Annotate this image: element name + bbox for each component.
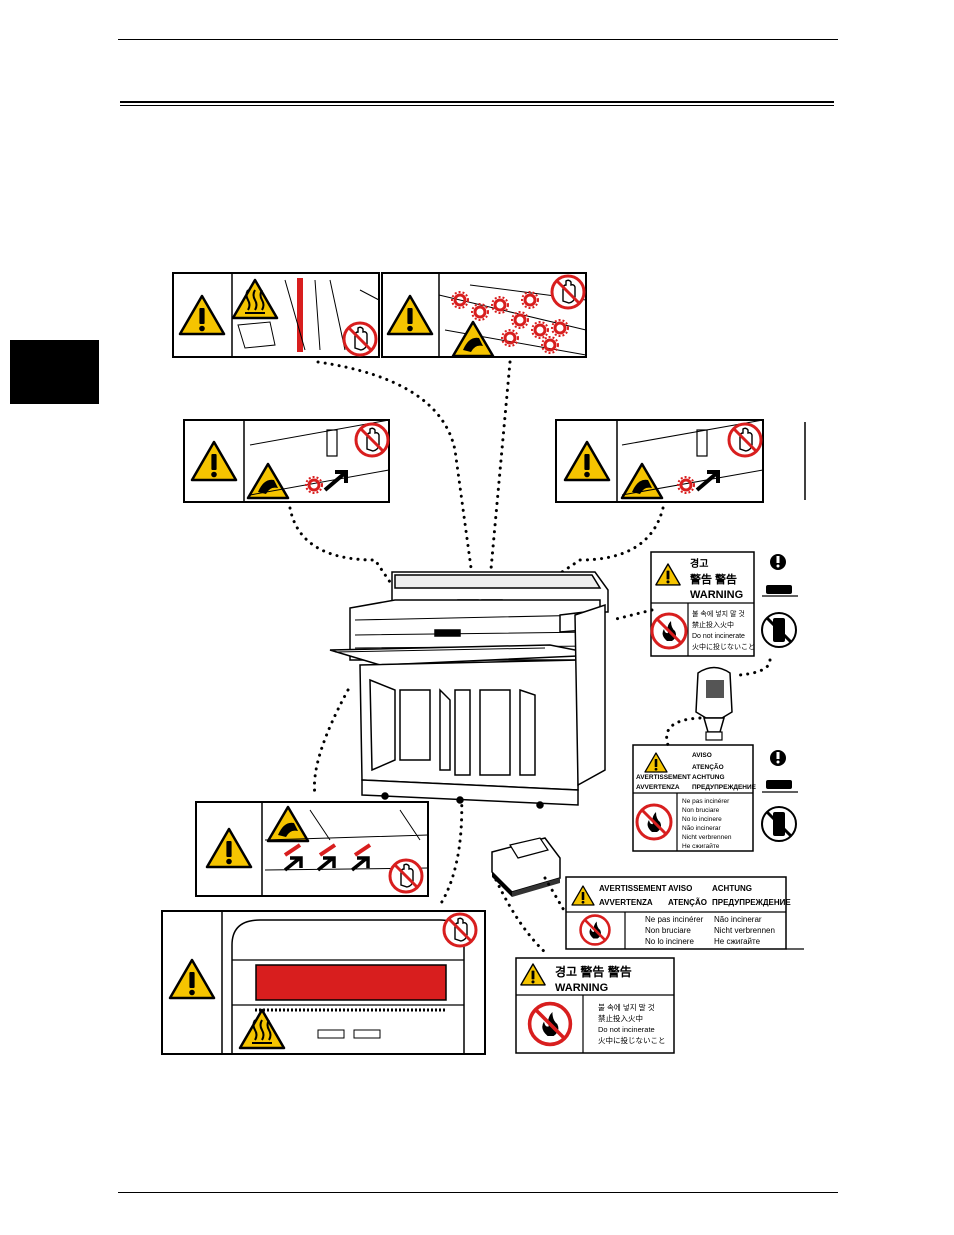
warn-text: AVVERTENZA	[599, 898, 653, 907]
warn-text: Não incinerar	[714, 915, 762, 924]
warn-text: 불 속에 넣지 말 것	[692, 609, 745, 618]
leader-lines	[288, 360, 772, 957]
warn-text: Не сжигайте	[714, 937, 761, 946]
warn-text: 警告 警告	[689, 572, 737, 586]
label-heat-fuser	[172, 272, 380, 358]
chapter-tab	[10, 340, 99, 404]
warn-text: Do not incinerate	[598, 1025, 655, 1034]
label-pinch-gears-top	[381, 272, 587, 358]
warn-text: ПРЕДУПРЕЖДЕНИЕ	[712, 898, 791, 907]
warn-text: Nicht verbrennen	[714, 926, 775, 935]
warn-text: AVVERTENZA	[636, 784, 680, 791]
label-warning-cart-multilang: AVERTISSEMENT AVISO ACHTUNG AVVERTENZA A…	[565, 876, 804, 950]
label-warning-cart-korean: 경고 警告 警告 WARNING 불 속에 넣지 말 것 禁止投入火中 Do n…	[515, 957, 675, 1054]
warn-text: 경고 警告 警告	[555, 964, 632, 979]
label-pinch-right	[555, 419, 806, 503]
warn-text: Não incinerar	[682, 825, 721, 832]
warn-text: No lo incinere	[645, 937, 694, 946]
label-warning-toner-multilang: AVISO ATENÇÃO AVERTISSEMENT ACHTUNG AVVE…	[632, 744, 757, 852]
warn-text: Не сжигайте	[682, 842, 720, 850]
warn-text: AVERTISSEMENT	[599, 884, 667, 893]
title-rule-thin	[120, 105, 834, 106]
warn-text: 禁止投入火中	[598, 1013, 643, 1023]
warn-text: AVISO	[668, 884, 692, 893]
warn-text: AVISO	[692, 752, 712, 759]
label-warning-toner-korean: 경고 警告 警告 WARNING 불 속에 넣지 말 것 禁止投入火中 Do n…	[650, 551, 755, 657]
warn-text: 火中に投じないこと	[692, 642, 755, 651]
warn-text: Non bruciare	[682, 807, 720, 814]
warn-text: 경고	[690, 557, 708, 570]
warn-text: 불 속에 넣지 말 것	[598, 1002, 655, 1012]
toner-icons-2	[761, 750, 798, 842]
warn-text: ACHTUNG	[712, 884, 752, 893]
warn-text: WARNING	[555, 982, 608, 994]
wide-format-printer-illustration	[329, 571, 609, 809]
warn-text: WARNING	[690, 589, 743, 601]
label-pinch-left	[183, 419, 390, 503]
label-pinch-exit-rollers	[195, 801, 429, 897]
title-rule	[120, 101, 834, 103]
warn-text: No lo incinere	[682, 816, 722, 823]
warn-text: Ne pas incinérer	[682, 798, 730, 805]
header-rule	[118, 39, 838, 40]
label-heat-large	[161, 910, 486, 1055]
warn-text: ATENÇÃO	[668, 898, 707, 907]
warn-text: Do not incinerate	[692, 633, 745, 640]
warn-text: 火中に投じないこと	[598, 1035, 666, 1045]
warn-text: Ne pas incinérer	[645, 915, 704, 924]
toner-icons-1	[761, 554, 798, 648]
toner-bottle-illustration	[695, 666, 733, 741]
warn-text: AVERTISSEMENT	[636, 774, 691, 781]
warn-text: ПРЕДУПРЕЖДЕНИЕ	[692, 784, 757, 791]
warn-text: Nicht verbrennen	[682, 834, 732, 841]
waste-cartridge-illustration	[491, 837, 561, 897]
warn-text: Non bruciare	[645, 926, 691, 935]
footer-rule	[118, 1192, 838, 1193]
warn-text: ATENÇÃO	[692, 762, 724, 771]
warn-text: ACHTUNG	[692, 774, 725, 781]
warn-text: 禁止投入火中	[692, 620, 734, 629]
